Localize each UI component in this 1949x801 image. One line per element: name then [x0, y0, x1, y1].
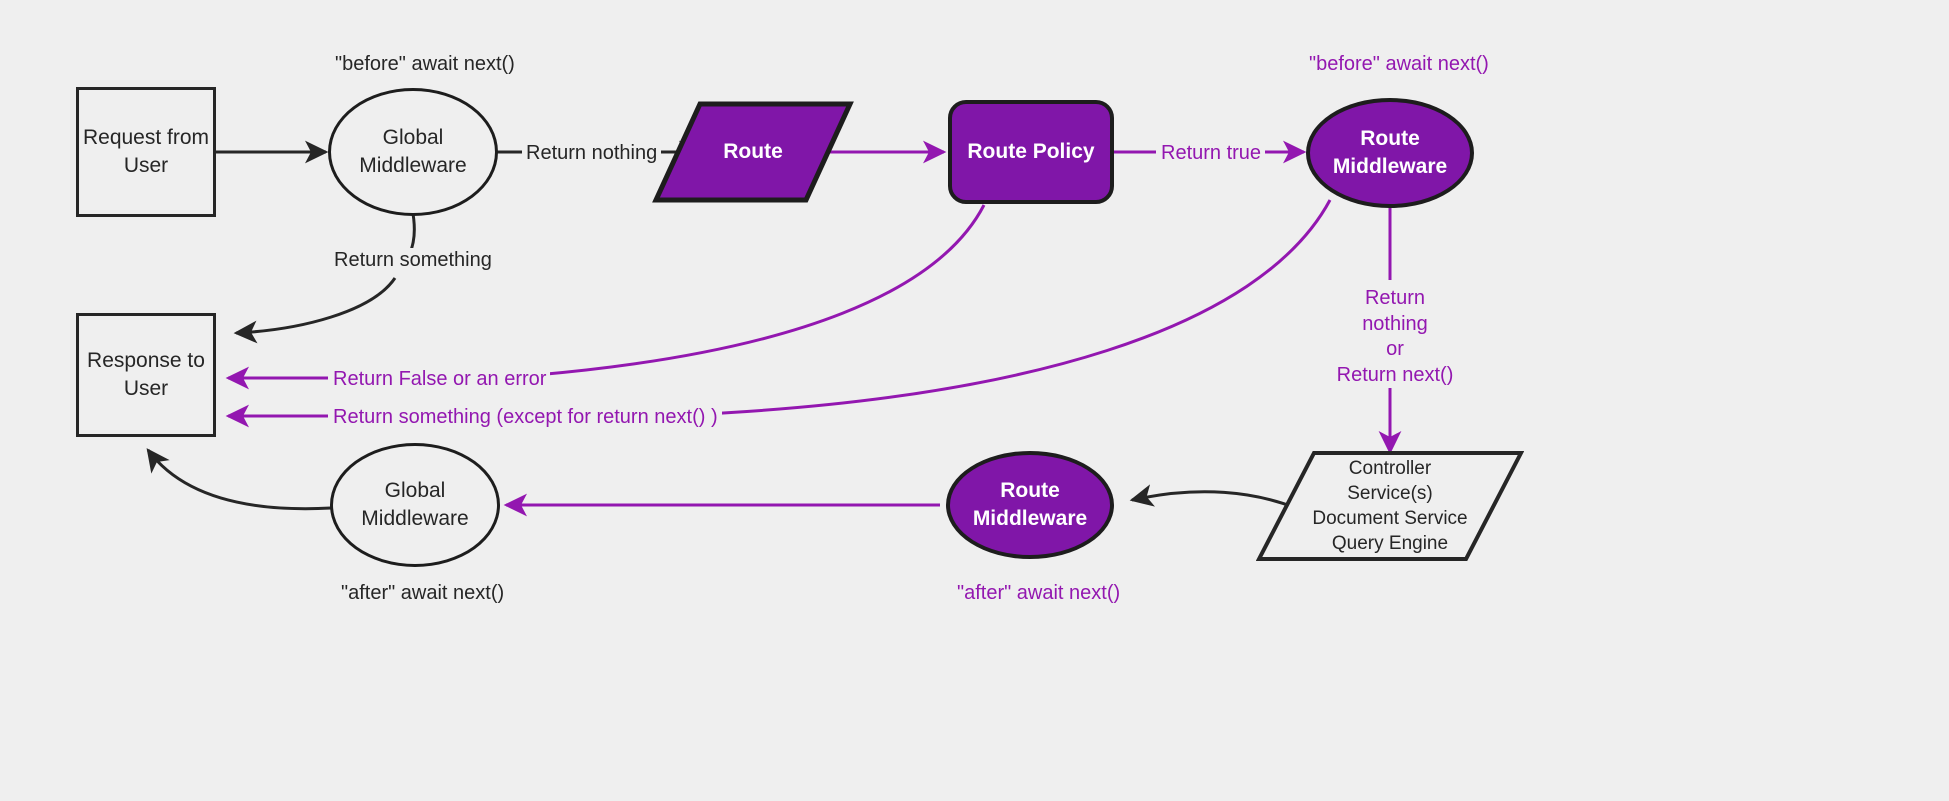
node-route-policy[interactable]: Route Policy [948, 100, 1114, 204]
annotation-before-await-next-route: "before" await next() [1305, 52, 1493, 78]
node-route-middleware-bottom-label: Route Middleware [972, 479, 1088, 530]
route-parallelogram-shape [652, 101, 854, 203]
node-request-from-user-label: Request from User [82, 126, 210, 177]
node-route-middleware-top[interactable]: Route Middleware [1306, 98, 1474, 208]
annotation-after-await-next-route: "after" await next() [953, 581, 1125, 607]
node-response-to-user-label: Response to User [87, 349, 205, 400]
edge-global-middleware-bottom-to-response [146, 448, 332, 511]
annotation-after-await-next-global: "after" await next() [337, 581, 509, 607]
node-route-policy-label: Route Policy [967, 140, 1095, 164]
node-route-middleware-bottom[interactable]: Route Middleware [946, 451, 1114, 559]
node-route[interactable]: Route [652, 100, 854, 204]
node-global-middleware-top-label: Global Middleware [359, 126, 467, 177]
node-global-middleware-top[interactable]: Global Middleware [328, 88, 498, 216]
edge-label-return-true: Return true [1157, 141, 1266, 167]
node-request-from-user[interactable]: Request from User [76, 87, 216, 217]
controller-parallelogram-shape [1256, 451, 1524, 561]
edge-label-return-nothing-or-next: Return nothing or Return next() [1328, 286, 1462, 389]
node-global-middleware-bottom[interactable]: Global Middleware [330, 443, 500, 567]
edge-route-middleware-return-something [683, 199, 1332, 417]
edge-label-return-false-or-error: Return False or an error [329, 367, 551, 393]
edge-label-return-nothing: Return nothing [522, 141, 662, 167]
annotation-before-await-next-global: "before" await next() [331, 52, 519, 78]
edge-label-return-something: Return something [330, 248, 496, 274]
edge-label-return-something-except-next: Return something (except for return next… [329, 405, 722, 431]
edge-return-something-to-response [233, 277, 397, 344]
node-route-middleware-top-label: Route Middleware [1332, 127, 1448, 178]
edge-route-policy-return-false [535, 204, 986, 377]
node-controller-stack[interactable]: Controller Service(s) Document Service Q… [1256, 450, 1524, 562]
node-global-middleware-bottom-label: Global Middleware [361, 479, 469, 530]
node-response-to-user[interactable]: Response to User [76, 313, 216, 437]
